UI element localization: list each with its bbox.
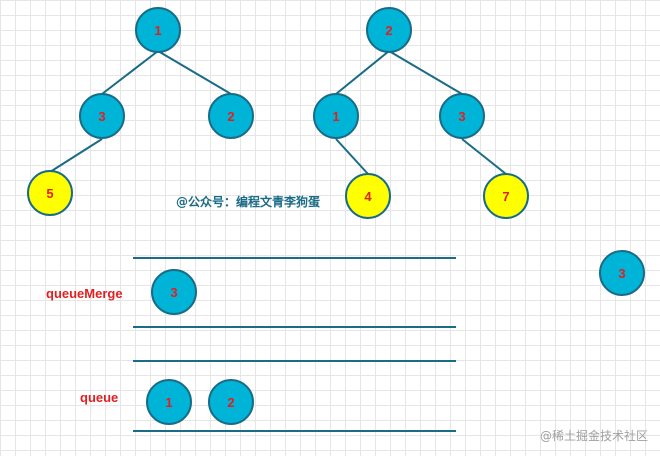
queue-merge-item: 3 xyxy=(151,269,197,315)
node-label: 2 xyxy=(385,23,392,38)
node-label: 1 xyxy=(165,395,172,410)
node-label: 2 xyxy=(227,109,234,124)
right-tree: 2 1 3 4 7 xyxy=(313,7,529,219)
edge-right-1-to-4 xyxy=(335,138,369,175)
node-label: 4 xyxy=(364,189,372,204)
footer-watermark: @稀土掘金技术社区 xyxy=(540,428,648,443)
tree-node: 1 xyxy=(313,93,359,139)
node-label: 1 xyxy=(154,23,161,38)
edge-right-3-to-7 xyxy=(461,138,507,175)
floating-node: 3 xyxy=(599,250,645,296)
tree-node: 2 xyxy=(366,7,412,53)
queue-merge-section: queueMerge 3 xyxy=(46,257,456,328)
queue-label: queue xyxy=(80,390,118,405)
queue-item: 2 xyxy=(208,379,254,425)
watermark-text: @公众号：编程文青李狗蛋 xyxy=(176,194,320,209)
tree-node: 5 xyxy=(27,170,73,216)
node-label: 5 xyxy=(46,186,53,201)
tree-node: 4 xyxy=(345,173,391,219)
tree-node: 7 xyxy=(483,173,529,219)
tree-node: 2 xyxy=(208,93,254,139)
node-label: 3 xyxy=(170,285,177,300)
edge-left-1-to-2 xyxy=(157,50,232,95)
node-label: 7 xyxy=(502,189,509,204)
tree-node: 1 xyxy=(135,7,181,53)
node-label: 3 xyxy=(618,266,625,281)
left-tree-edges xyxy=(49,50,232,173)
node-label: 2 xyxy=(227,395,234,410)
tree-node: 3 xyxy=(439,93,485,139)
node-label: 3 xyxy=(458,109,465,124)
edge-right-2-to-3 xyxy=(388,50,463,95)
queue-section: queue 1 2 xyxy=(80,360,456,432)
left-tree: 1 3 2 5 xyxy=(27,7,254,216)
tree-node: 3 xyxy=(79,93,125,139)
edge-left-1-to-3 xyxy=(101,50,159,95)
node-label: 3 xyxy=(98,109,105,124)
edge-right-2-to-1 xyxy=(335,50,390,95)
queue-item: 1 xyxy=(146,379,192,425)
node-label: 1 xyxy=(332,109,339,124)
right-tree-edges xyxy=(335,50,507,175)
queue-merge-label: queueMerge xyxy=(46,286,123,301)
edge-left-3-to-5 xyxy=(49,138,103,173)
